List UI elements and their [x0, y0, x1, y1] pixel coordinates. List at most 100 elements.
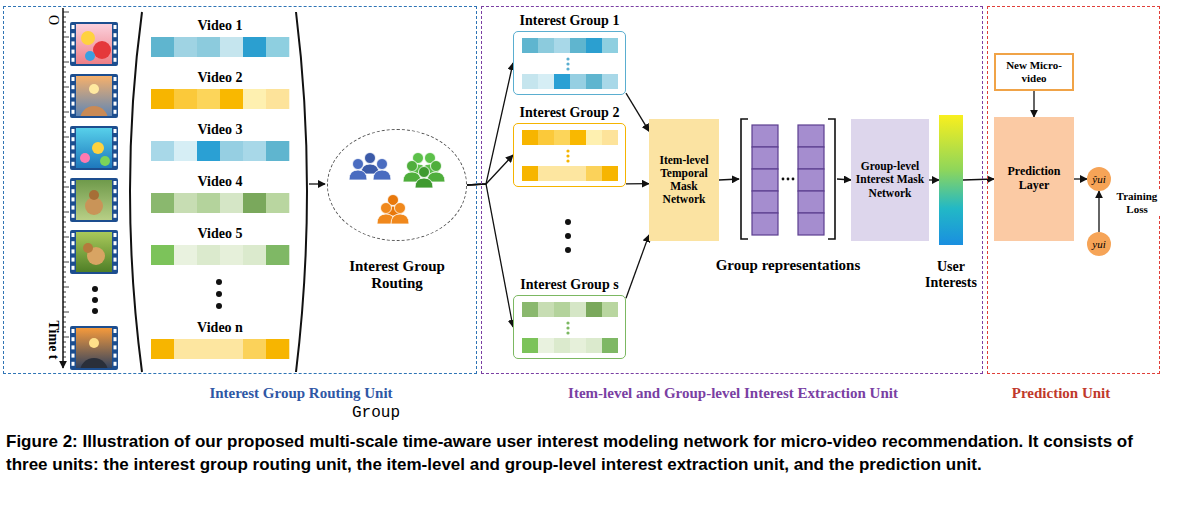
film-hole — [72, 145, 75, 149]
film-hole — [72, 93, 75, 97]
thumbnail-scene — [76, 24, 112, 64]
thumbnail-scene — [76, 232, 112, 272]
node-label: Interest Group Routing — [335, 258, 459, 293]
person-icon — [407, 161, 418, 172]
film-hole — [114, 214, 117, 218]
vector-cell — [752, 213, 778, 235]
routing-ellipse: Interest Group Routing — [327, 129, 467, 241]
axis-tick — [63, 267, 66, 268]
feature-cell — [554, 302, 570, 317]
text-holder: Video 1 — [198, 18, 243, 34]
axis-tick — [63, 227, 66, 228]
feature-cell — [266, 193, 289, 213]
interest-group-box: Interest Group 1 — [513, 31, 626, 95]
score-circle: ŷui — [1087, 167, 1111, 191]
axis-tick — [63, 342, 66, 343]
person-icon — [349, 170, 367, 180]
feature-cell — [554, 74, 570, 89]
ellipsis-dot — [566, 159, 569, 162]
feature-cell — [266, 245, 289, 265]
thumbnail-scene — [76, 128, 112, 168]
axis-tick — [63, 152, 66, 153]
film-hole — [72, 249, 75, 253]
feature-cell — [602, 74, 618, 89]
feature-cell — [586, 130, 602, 145]
feature-cell — [151, 37, 174, 57]
feature-cell — [174, 89, 197, 109]
film-hole — [72, 337, 75, 341]
feature-cell — [151, 245, 174, 265]
text-holder: Group — [352, 404, 400, 422]
person-icon — [365, 153, 376, 164]
axis-tick — [63, 212, 69, 213]
axis-tick — [63, 172, 66, 173]
node-label: yui — [1092, 238, 1105, 251]
feature-cell — [243, 193, 266, 213]
feature-cell — [243, 89, 266, 109]
film-hole — [114, 129, 117, 133]
axis-tick — [63, 207, 66, 208]
scene-shape — [83, 243, 93, 253]
film-hole — [114, 354, 117, 358]
feature-cell — [538, 302, 554, 317]
axis-tick — [63, 127, 66, 128]
node-label: User Interests — [916, 259, 986, 291]
text-holder: Video 5 — [198, 226, 243, 242]
node-label: Video n — [197, 320, 243, 336]
axis-tick — [63, 352, 66, 353]
axis-tick — [63, 72, 66, 73]
axis-tick — [63, 322, 66, 323]
film-hole — [72, 206, 75, 210]
node-label: Video 3 — [198, 122, 243, 138]
film-hole — [114, 241, 117, 245]
person-icon — [381, 203, 392, 214]
feature-cell — [220, 37, 243, 57]
ellipsis-dot — [566, 331, 569, 334]
film-hole — [72, 85, 75, 89]
film-hole — [72, 50, 75, 54]
node-figure — [514, 124, 627, 188]
feature-cell — [174, 37, 197, 57]
film-hole — [72, 162, 75, 166]
feature-cell — [266, 339, 289, 359]
feature-cell — [197, 141, 220, 161]
film-hole — [114, 329, 117, 333]
film-hole — [72, 345, 75, 349]
film-hole — [114, 137, 117, 141]
film-hole — [114, 93, 117, 97]
axis-tick — [63, 192, 66, 193]
ellipsis-dot — [787, 178, 790, 181]
feature-cell — [602, 38, 618, 53]
ellipsis-dot — [92, 297, 98, 303]
film-hole — [114, 337, 117, 341]
film-hole — [114, 58, 117, 62]
text-holder: Interest Group Routing Unit — [209, 385, 392, 402]
video-thumbnail — [70, 178, 118, 222]
node-label: Video 5 — [198, 226, 243, 242]
film-hole — [114, 249, 117, 253]
feature-cell — [570, 130, 586, 145]
axis-tick — [63, 317, 66, 318]
person-icon — [353, 159, 364, 170]
node-figure — [151, 37, 289, 57]
ellipsis-dot — [565, 233, 571, 239]
axis-tick — [63, 42, 66, 43]
node-label: Group-level Interest Mask Network — [855, 160, 925, 200]
film-hole — [114, 110, 117, 114]
film-hole — [72, 241, 75, 245]
feature-cell — [538, 38, 554, 53]
node-figure — [328, 130, 468, 242]
ellipsis-dot — [792, 178, 795, 181]
node-label: Item-level Temporal Mask Network — [653, 154, 715, 207]
arrow-connector — [963, 179, 994, 180]
text-holder: O — [45, 15, 61, 25]
film-hole — [114, 233, 117, 237]
feature-cell — [602, 302, 618, 317]
video-thumbnail — [70, 74, 118, 134]
axis-tick — [63, 202, 66, 203]
feature-cell — [151, 89, 174, 109]
axis-tick — [63, 197, 66, 198]
person-icon — [377, 159, 388, 170]
scene-shape — [89, 338, 99, 348]
ellipsis-dot — [216, 291, 222, 297]
